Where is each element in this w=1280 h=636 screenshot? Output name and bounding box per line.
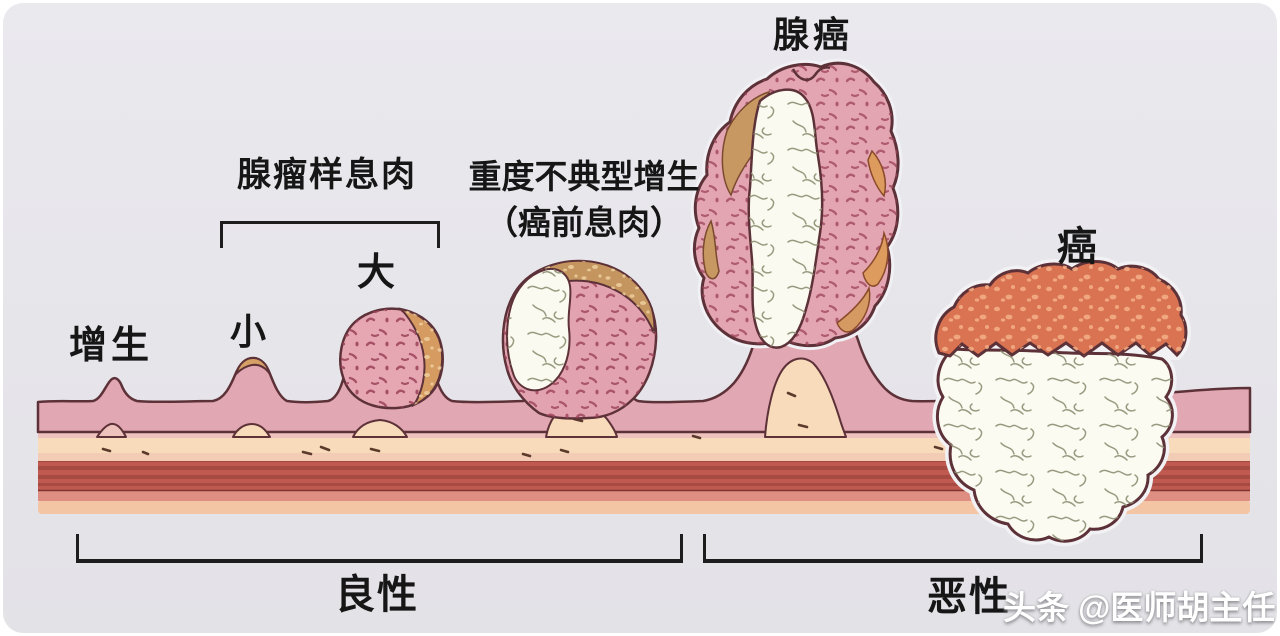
colon-polyp-progression-illustration <box>36 58 1252 547</box>
label-hyperplasia: 增生 <box>69 325 154 367</box>
polyp-small <box>234 356 271 378</box>
bulge-large-polyp <box>352 419 408 438</box>
adenocarcinoma-white-texture <box>748 89 823 348</box>
muscularis-mucosae-strip <box>38 430 1250 438</box>
watermark-toutiao-author: 头条 @医师胡主任 <box>1003 589 1276 626</box>
carcinoma-white-texture <box>937 349 1173 542</box>
bulge-hyperplasia <box>96 422 127 438</box>
adenocarcinoma-top-cleft <box>791 66 831 82</box>
label-small: 小 <box>230 312 267 352</box>
label-severe-dysplasia-line1: 重度不典型增生 <box>468 160 700 196</box>
carcinoma-cap-speckles <box>935 261 1186 356</box>
muscle-stripe <box>38 475 1250 479</box>
muscle-stripe <box>38 466 1250 470</box>
adenocarcinoma-tan-patch <box>702 219 720 280</box>
label-benign: 良性 <box>335 572 419 617</box>
label-carcinoma: 癌 <box>1057 224 1097 269</box>
label-large: 大 <box>357 252 396 294</box>
outer-peach-layer <box>38 500 1250 514</box>
adenocarcinoma-orange-patch <box>867 149 887 198</box>
illustration-panel: 增生 小 大 腺瘤样息肉 重度不典型增生 （癌前息肉） 腺癌 癌 良性 恶性 头… <box>3 3 1277 633</box>
bulge-adenocarcinoma-stalk <box>764 357 847 438</box>
label-precancerous-polyp-line2: （癌前息肉） <box>485 205 683 242</box>
serosa-layer <box>38 490 1250 501</box>
precancerous-white-texture <box>507 268 571 391</box>
adenocarcinoma-orange-patch <box>836 285 871 333</box>
bulge-small-polyp <box>232 423 271 438</box>
label-adenocarcinoma: 腺癌 <box>773 15 854 55</box>
polyp-precancerous <box>501 259 658 420</box>
adenomatous-polyp-bracket <box>220 221 440 248</box>
adenocarcinoma-orange-patch <box>862 230 889 287</box>
mass-carcinoma <box>930 256 1191 547</box>
polyp-adenocarcinoma <box>689 58 903 351</box>
large-polyp-crescent-speckles <box>401 309 443 405</box>
small-polyp-tan-cap <box>234 356 271 378</box>
ink-dashes <box>101 391 944 458</box>
muscle-stripe <box>38 483 1250 486</box>
polyp-large <box>339 307 444 410</box>
benign-range-bracket <box>76 534 683 563</box>
submucosa-blend-layer <box>38 452 1250 461</box>
label-severe-dysplasia: 重度不典型增生 （癌前息肉） <box>451 156 717 247</box>
label-malignant: 恶性 <box>927 574 1011 619</box>
label-adenomatous-polyp: 腺瘤样息肉 <box>237 157 417 194</box>
malignant-range-bracket <box>703 534 1203 563</box>
